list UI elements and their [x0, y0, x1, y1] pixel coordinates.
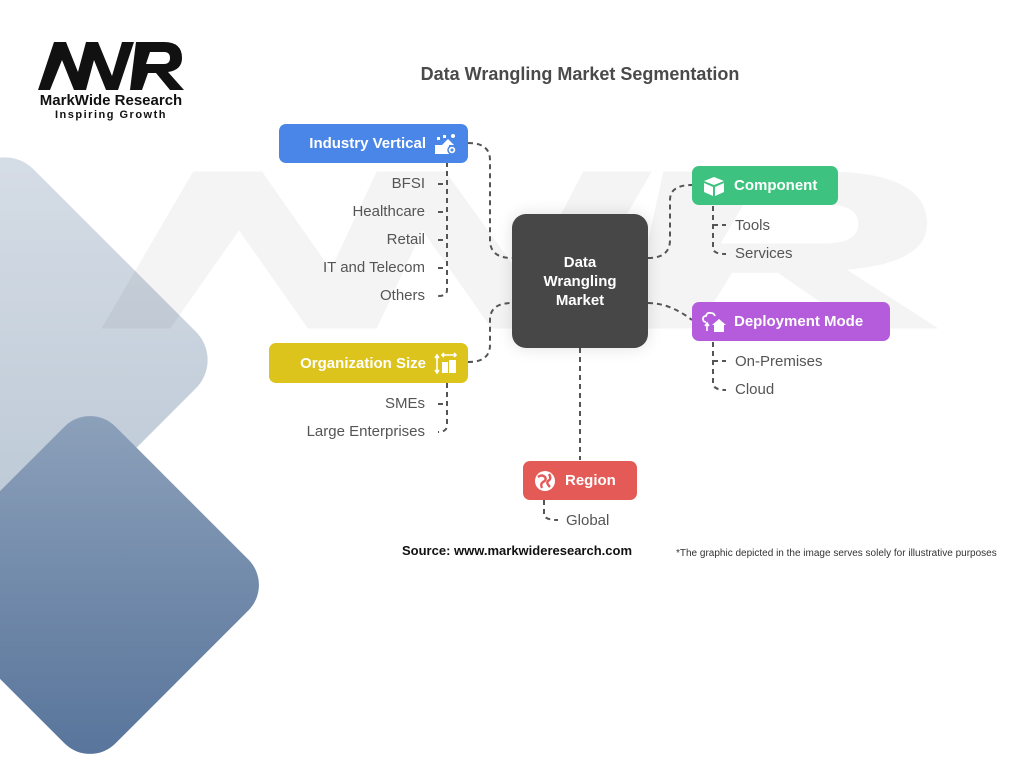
connector-org-trunk	[437, 383, 448, 433]
segment-label: Region	[565, 472, 616, 489]
segment-industry-vertical: Industry Vertical	[279, 124, 468, 163]
connector-org	[467, 302, 513, 363]
globe-icon	[535, 470, 555, 491]
list-item: Large Enterprises	[306, 423, 425, 440]
segment-region: Region	[523, 461, 637, 500]
segment-label: Industry Vertical	[309, 135, 426, 152]
connector-industry	[467, 142, 513, 259]
list-item: BFSI	[391, 175, 425, 192]
connector-component	[647, 184, 693, 259]
segment-label: Organization Size	[300, 354, 426, 372]
industry-icon	[435, 133, 457, 155]
org-size-icon	[434, 352, 458, 374]
list-item: Global	[566, 512, 610, 529]
connector-industry-trunk	[437, 162, 448, 297]
list-item: SMEs	[384, 395, 425, 412]
logo-tagline: Inspiring Growth	[55, 109, 167, 121]
list-item: Retail	[386, 231, 425, 248]
connector-component-trunk	[712, 206, 727, 255]
list-item: On-Premises	[735, 353, 823, 370]
disclaimer-note: *The graphic depicted in the image serve…	[676, 548, 997, 559]
center-line-1: Data	[563, 253, 597, 271]
center-line-3: Market	[555, 291, 605, 309]
segment-label: Component	[734, 177, 818, 194]
connector-industry-branches	[438, 183, 447, 269]
segment-label: Deployment Mode	[734, 313, 864, 330]
segment-component: Component	[692, 166, 838, 205]
center-line-2: Wrangling	[543, 272, 617, 290]
list-item: Services	[735, 245, 793, 262]
connector-lines	[437, 142, 727, 521]
connector-deployment-trunk	[712, 342, 727, 391]
connector-region-trunk	[543, 500, 559, 521]
list-item: Others	[379, 287, 425, 304]
list-item: Healthcare	[352, 203, 425, 220]
list-item: Cloud	[735, 381, 775, 398]
source-text: Source: www.markwideresearch.com	[402, 543, 633, 558]
segment-organization-size: Organization Size	[269, 343, 468, 383]
center-node: Data Wrangling Market	[512, 214, 648, 348]
logo-mark	[38, 42, 184, 90]
list-item: IT and Telecom	[322, 259, 425, 276]
page-title: Data Wrangling Market Segmentation	[420, 64, 740, 84]
box-icon	[704, 176, 724, 196]
list-item: Tools	[735, 217, 771, 234]
logo-name: MarkWide Research	[39, 92, 183, 109]
cloud-home-icon	[702, 311, 726, 332]
segment-deployment-mode: Deployment Mode	[692, 302, 890, 341]
connector-deployment	[647, 302, 693, 321]
